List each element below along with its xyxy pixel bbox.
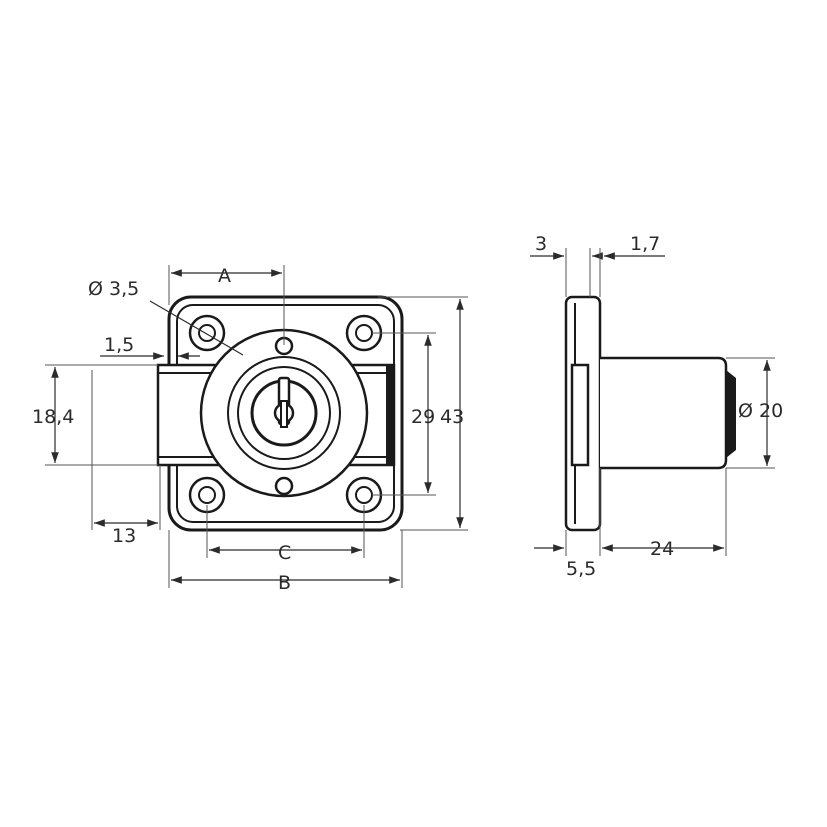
dim-step: 1,7 [599,233,665,297]
dim-height: 43 [378,296,468,531]
dim-step-label: 1,7 [630,233,660,255]
dim-hole-diameter-label: Ø 3,5 [88,278,139,300]
dim-hole-spacing-c: C [206,505,365,564]
dim-width-a: A [168,265,285,345]
dim-cylinder-length: 24 [612,468,727,560]
dim-bolt-height-label: 18,4 [32,406,74,428]
keyhole-icon [273,376,295,428]
dim-width-b: B [168,530,403,594]
dim-hole-spacing-c-label: C [278,542,291,564]
dim-bolt-offset-label: 1,5 [104,334,134,356]
dim-bolt-offset: 1,5 [100,334,200,360]
dim-bolt-height: 18,4 [32,364,158,466]
dim-height-label: 43 [440,406,464,428]
dim-cylinder-diameter: Ø 20 [726,357,783,469]
dim-width-b-label: B [278,572,291,594]
dim-bolt-throw: 13 [91,370,161,547]
dim-flange: 5,5 [534,468,613,580]
dim-flange-label: 5,5 [566,558,596,580]
front-view: Ø 3,5 A 1,5 18,4 13 [32,265,468,594]
dim-plate-thickness: 3 [530,233,603,297]
mounting-hole-top-left [188,314,226,352]
dim-hole-spacing-vertical: 29 [372,332,436,496]
dim-width-a-label: A [218,265,231,287]
dim-hole-diameter: Ø 3,5 [88,278,244,356]
side-view: 3 1,7 Ø 20 5,5 24 [530,233,783,580]
dim-cylinder-diameter-label: Ø 20 [738,400,783,422]
dim-cylinder-length-label: 24 [650,538,674,560]
dim-bolt-throw-label: 13 [112,525,136,547]
dim-hole-spacing-vertical-label: 29 [411,406,435,428]
side-plate [564,295,602,532]
dim-plate-thickness-label: 3 [535,233,547,255]
side-cylinder [600,356,736,470]
